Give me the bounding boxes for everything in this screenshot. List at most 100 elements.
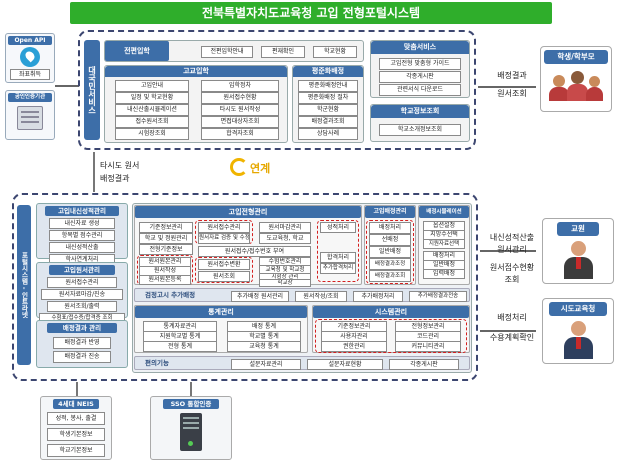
school-info-item-0[interactable]: 학교소개정보조회 xyxy=(379,124,461,136)
gj-col4-0[interactable]: 성적처리 xyxy=(320,222,356,233)
gj-col-d-0[interactable]: 합격처리 xyxy=(320,252,356,263)
goip-panel: 고교입학 고입안내 입학정차 일정 및 학교현황 원서접수현황 내신산출시뮬레이… xyxy=(104,65,288,143)
exam-row-item-2[interactable]: 추가배정처리 xyxy=(353,291,403,302)
gj-col2-1[interactable]: 원서자료 검증 및 수정 xyxy=(198,233,250,244)
exam-row-item-1[interactable]: 원서작성/조회 xyxy=(295,291,347,302)
system-group xyxy=(315,319,467,353)
right-top-caption-2: 원서조회 xyxy=(497,89,527,98)
neis-item-2[interactable]: 학교기본정보 xyxy=(47,444,105,457)
convenience-row: 편의기능 설문자료관리 설문자료현황 각종게시판 xyxy=(134,356,470,370)
gj-col3-1[interactable]: 도교육청, 학교 xyxy=(259,233,311,244)
jeonpyeon-header: 전편입학 xyxy=(105,41,169,61)
middle-caption-2: 배정결과 xyxy=(100,174,130,183)
gj-col-b-0[interactable]: 원서접수변환 xyxy=(198,259,250,270)
goip-baejeong-panel: 고입배정관리 배정처리 선배정 일반배정 배정결과조정 배정결과조회 xyxy=(364,205,416,285)
right-top-caption-1: 배정결과 xyxy=(497,71,527,80)
system-header: 시스템관리 xyxy=(313,306,469,318)
stats-item-4[interactable]: 전형 통계 xyxy=(143,341,217,352)
sso-box: SSO 통합인증 xyxy=(150,396,232,460)
goip-baejeong-item-2[interactable]: 일반배정 xyxy=(369,246,411,258)
matchum-header: 맞춤서비스 xyxy=(371,41,469,54)
arrow-sso xyxy=(190,382,192,396)
pyeongjun-item-1[interactable]: 평준화배정 절차 xyxy=(298,92,358,104)
goip-item-7[interactable]: 면접대상자조회 xyxy=(201,116,279,128)
jeonpyeon-item-2[interactable]: 학교현황 xyxy=(313,46,357,58)
goip-baejeong-item-4[interactable]: 배정결과조회 xyxy=(369,270,411,282)
convenience-item-1[interactable]: 설문자료현황 xyxy=(307,359,383,370)
portal-frame xyxy=(12,193,478,381)
gj-wide[interactable]: 원서접수/접수번호 부여 xyxy=(198,246,311,257)
wonseo-item-2[interactable]: 원서조회/출력 xyxy=(47,301,117,312)
goip-item-6[interactable]: 접수원서조회 xyxy=(115,116,189,128)
goip-item-8[interactable]: 시험장조회 xyxy=(115,128,189,140)
convenience-item-0[interactable]: 설문자료관리 xyxy=(231,359,301,370)
link-cycle-icon xyxy=(230,158,248,176)
gj-col-c2-1[interactable]: 학교장 xyxy=(259,279,311,287)
arrow-middle-vertical xyxy=(93,152,95,192)
goip-item-5[interactable]: 타시도 원서작성 xyxy=(201,104,279,116)
goip-baejeong-item-1[interactable]: 선배정 xyxy=(369,234,411,246)
gj-col1-1[interactable]: 학교 및 정원관리 xyxy=(139,233,193,244)
pyeongjun-item-4[interactable]: 상담사례 xyxy=(298,128,358,140)
matchum-item-1[interactable]: 각종게시판 xyxy=(379,71,461,83)
teacher-cap-1: 내신성적산출 xyxy=(489,233,535,242)
baejeong-result-item-0[interactable]: 배정결과 반영 xyxy=(53,337,111,349)
yeongye-label: 연계 xyxy=(250,162,271,175)
office-card: 시도교육청 xyxy=(542,298,614,364)
exam-row-item-3[interactable]: 추가배정결과전송 xyxy=(409,291,467,302)
system-item-5[interactable]: 커뮤니티관리 xyxy=(395,341,461,352)
gj-col-b-group xyxy=(195,257,253,283)
jeonpyeon-item-0[interactable]: 전편입학안내 xyxy=(201,46,253,58)
gj-col1-2[interactable]: 전형기준정보 xyxy=(139,244,193,255)
matchum-item-0[interactable]: 고입전형 맞춤형 가이드 xyxy=(379,58,461,70)
gj-col-a-2[interactable]: 원서원본등록 xyxy=(139,275,191,285)
goip-item-0[interactable]: 고입안내 xyxy=(115,80,189,92)
school-info-panel: 학교정보조회 학교소개정보조회 xyxy=(370,104,470,142)
teacher-cap-2: 원서관리 xyxy=(497,245,527,254)
goip-baejeong-group xyxy=(366,220,414,284)
goip-item-4[interactable]: 내신산출시뮬레이션 xyxy=(115,104,189,116)
wonseo-item-1[interactable]: 원서자료마감/진송 xyxy=(41,289,123,300)
gj-col-d-1[interactable]: 추가합격처리 xyxy=(320,263,356,274)
pyeongjun-item-3[interactable]: 배정결과조회 xyxy=(298,116,358,128)
stats-item-5[interactable]: 교육청 통계 xyxy=(227,341,301,352)
goip-item-3[interactable]: 원서접수현황 xyxy=(201,92,279,104)
goip-baejeong-item-3[interactable]: 배정결과조정 xyxy=(369,258,411,270)
student-parent-card: 학생/학부모 xyxy=(540,46,612,112)
goip-baejeong-item-0[interactable]: 배정처리 xyxy=(369,222,411,234)
office-cap-6: 수용계획확인 xyxy=(489,333,535,342)
gj-col3-0[interactable]: 원서마감관리 xyxy=(259,222,311,233)
goip-header: 고교입학 xyxy=(105,66,287,77)
open-api-box: Open API 좌표취득 xyxy=(5,33,55,83)
pyeongjun-item-0[interactable]: 평준화배정안내 xyxy=(298,80,358,92)
simulation-item-5[interactable]: 입력배정 xyxy=(423,269,465,279)
exam-row-item-0[interactable]: 추가배정 원서관리 xyxy=(231,291,289,302)
pyeongjun-header: 평준화배정 xyxy=(293,66,363,77)
open-api-label: Open API xyxy=(8,36,52,45)
neis-item-0[interactable]: 성적, 봉사, 출결 xyxy=(47,412,105,425)
teacher-person-icon xyxy=(543,239,613,279)
nesin-item-0[interactable]: 내신자료 생성 xyxy=(49,218,115,229)
goip-item-1[interactable]: 입학정차 xyxy=(201,80,279,92)
goip-item-9[interactable]: 합격자조회 xyxy=(201,128,279,140)
gj-col2-0[interactable]: 원서접수관리 xyxy=(198,222,250,233)
nesin-item-1[interactable]: 항목별 점수관리 xyxy=(49,230,115,241)
goip-jeonhyeong-header: 고입전형관리 xyxy=(135,206,361,218)
convenience-item-2[interactable]: 각종게시판 xyxy=(389,359,459,370)
system-item-4[interactable]: 권한관리 xyxy=(321,341,387,352)
jeonpyeon-panel: 전편입학 전편입학안내 편재확인 학교현황 xyxy=(104,40,364,62)
pyeongjun-item-2[interactable]: 학군현황 xyxy=(298,104,358,116)
goip-item-2[interactable]: 일정 및 학교현황 xyxy=(115,92,189,104)
gj-col1-0[interactable]: 기준정보관리 xyxy=(139,222,193,233)
baejeong-result-item-1[interactable]: 배정결과 진송 xyxy=(53,351,111,363)
gj-col-b2-0[interactable]: 원서조회 xyxy=(198,271,250,282)
public-service-frame xyxy=(78,30,476,150)
simulation-item-2[interactable]: 지원자료선택 xyxy=(423,239,465,249)
arrow-neis xyxy=(76,382,78,396)
nesin-item-2[interactable]: 내신성적산출 xyxy=(49,242,115,253)
wonseo-item-0[interactable]: 원서접수관리 xyxy=(47,277,117,288)
neis-item-1[interactable]: 학생기본정보 xyxy=(47,428,105,441)
jeonpyeon-item-1[interactable]: 편재확인 xyxy=(261,46,305,58)
teacher-label: 교원 xyxy=(557,222,599,236)
matchum-item-2[interactable]: 관련서식 다운로드 xyxy=(379,84,461,96)
